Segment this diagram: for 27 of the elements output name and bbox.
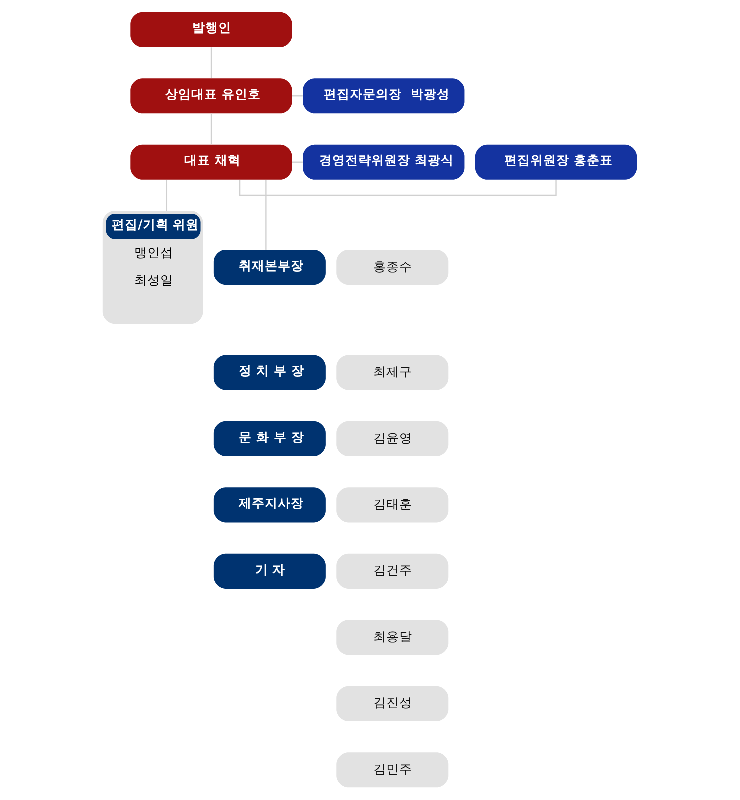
connector [210, 48, 212, 78]
node-box: 편집자문의장 박광성 [303, 78, 465, 114]
connector [292, 162, 303, 163]
node-box: 대표 채혁 [130, 144, 292, 180]
node-box: 최용달 [336, 620, 449, 656]
node-box: 상임대표 유인호 [130, 78, 292, 114]
connector [292, 96, 303, 97]
connector [239, 180, 557, 196]
node-box: 발행인 [130, 12, 292, 48]
node-box: 문 화 부 장 [214, 421, 326, 456]
node-box: 제주지사장 [214, 488, 326, 523]
node-box: 정 치 부 장 [214, 355, 326, 390]
node-box: 김건주 [336, 554, 449, 589]
node-box: 김윤영 [336, 421, 449, 456]
node-box: 김민주 [336, 752, 449, 788]
node-box: 김진성 [336, 686, 449, 722]
node-box: 경영전략위원장 최광식 [303, 144, 465, 180]
node-box: 편집/기획 위원 맹인섭 최성일 [102, 211, 204, 324]
connector [210, 114, 212, 145]
node-box: 편집위원장 홍춘표 [475, 144, 638, 180]
node-box: 홍종수 [336, 250, 449, 286]
connector [166, 180, 168, 212]
node-box: 최제구 [336, 355, 449, 390]
node-box: 김태훈 [336, 488, 449, 523]
connector [266, 180, 267, 250]
node-box: 취재본부장 [214, 250, 326, 286]
node-box: 기 자 [214, 554, 326, 589]
